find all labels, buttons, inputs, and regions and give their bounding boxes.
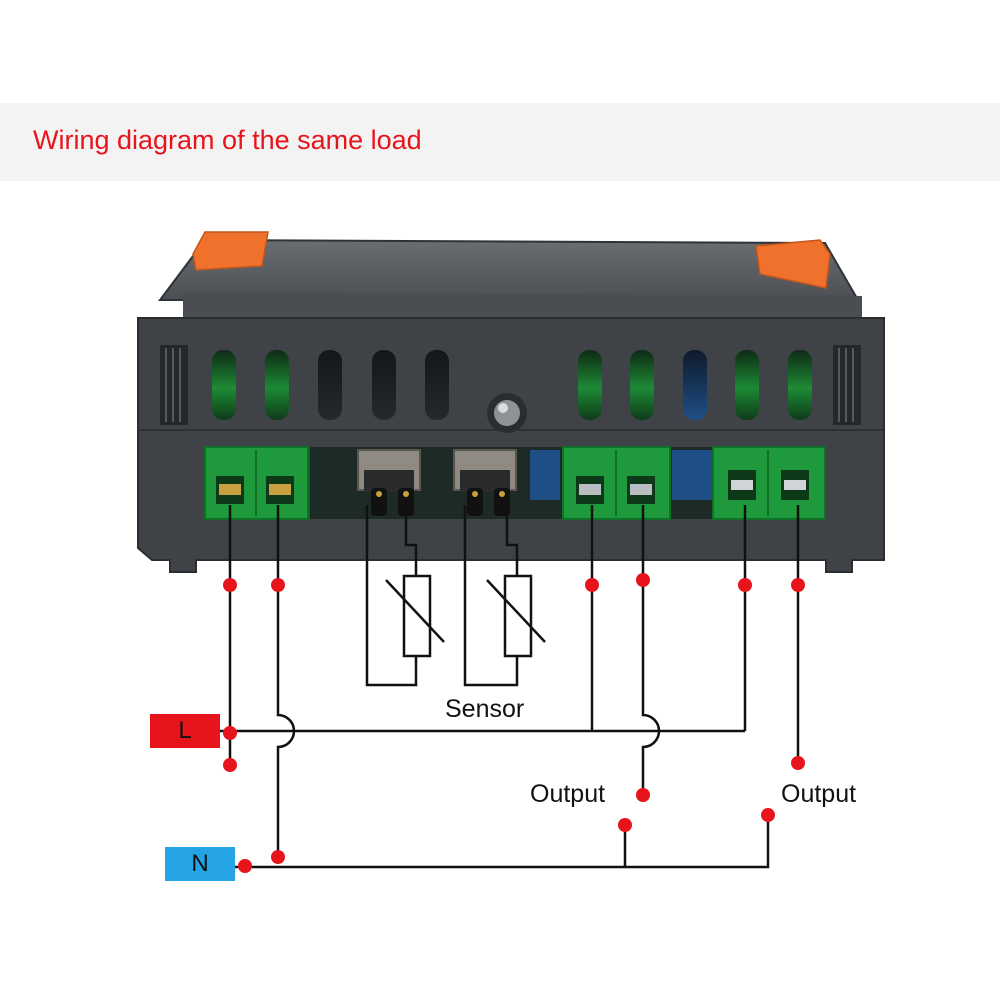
sensor-label: Sensor [445, 695, 525, 723]
sensor-connector-1 [357, 449, 421, 516]
center-led-icon [487, 393, 527, 433]
ventilation-slots [212, 350, 812, 420]
output-label-2: Output [781, 780, 857, 808]
node-power-2 [271, 578, 285, 592]
node-output-2b [791, 578, 805, 592]
node-output-1-load [636, 788, 650, 802]
thermistor-icon-1 [385, 574, 445, 658]
header-banner: Wiring diagram of the same load [0, 103, 1000, 181]
wire-sensor-2-loop [463, 505, 519, 687]
node-live-b [223, 758, 237, 772]
neutral-tag: N [165, 847, 235, 881]
output-label-1: Output [530, 780, 606, 808]
live-tag: L [150, 714, 220, 748]
rear-housing [137, 317, 885, 573]
node-neutral-out-1 [618, 818, 632, 832]
output-terminal-block-1 [562, 446, 671, 520]
left-mounting-clip [192, 231, 269, 271]
node-power-1 [223, 578, 237, 592]
node-neutral-a [238, 859, 252, 873]
controller-device [137, 231, 885, 573]
node-neutral-b [271, 850, 285, 864]
right-vent-grille [833, 345, 861, 425]
wire-neutral-bus [235, 815, 770, 869]
right-mounting-clip [755, 239, 831, 289]
node-output-2-load [791, 756, 805, 770]
wiring [220, 505, 800, 869]
wire-sensor-1-loop [365, 505, 418, 687]
thermistor-icon-2 [486, 574, 546, 658]
connection-nodes [223, 573, 805, 873]
node-live-a [223, 726, 237, 740]
node-output-1b [636, 573, 650, 587]
left-vent-grille [160, 345, 188, 425]
sensor-connector-2 [453, 449, 517, 516]
power-terminal-block [204, 446, 309, 520]
output-terminal-block-2 [712, 446, 826, 520]
node-output-1a [585, 578, 599, 592]
node-output-2a [738, 578, 752, 592]
node-neutral-out-2 [761, 808, 775, 822]
top-cover-edge [183, 292, 862, 318]
diagram-title: Wiring diagram of the same load [33, 125, 422, 155]
